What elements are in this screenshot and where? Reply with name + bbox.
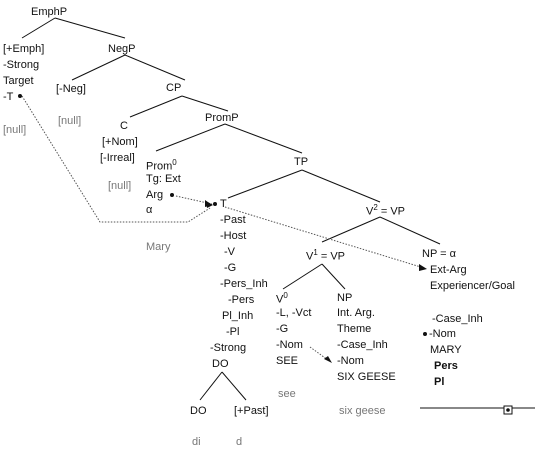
np-object-label: NP	[337, 292, 353, 304]
negp-label: NegP	[108, 43, 136, 55]
prom-arg-dot	[170, 193, 174, 197]
theme-feature: Theme	[337, 323, 372, 335]
emph-target-dot	[18, 94, 22, 98]
pl-bold-feature: Pl	[434, 376, 445, 388]
pers-feature: -Pers	[228, 294, 255, 306]
vp1-suffix: = VP	[317, 250, 346, 263]
nom-feature: [+Nom]	[102, 136, 138, 148]
target-ext-feature: Tg: Ext	[146, 173, 181, 185]
pl-feature: -Pl	[226, 326, 240, 338]
t-head: T	[220, 198, 227, 210]
see-gloss: see	[278, 388, 296, 400]
lvct-feature: -L, -Vct	[276, 307, 312, 319]
alpha-index: α	[146, 204, 153, 216]
pers-inh-feature: -Pers_Inh	[220, 278, 268, 290]
see-lexeme: SEE	[276, 355, 299, 367]
np-subject-label: NP = α	[422, 248, 456, 260]
mary-lexeme: MARY	[430, 344, 462, 356]
emph-feature: [+Emph]	[3, 43, 45, 55]
null-label-3: [null]	[108, 180, 132, 192]
vp1-base: V	[306, 250, 314, 263]
vp2-label: V2 = VP	[366, 202, 405, 218]
vp2-base: V	[366, 205, 374, 218]
v-feature: -V	[224, 246, 235, 258]
promp-label: PromP	[205, 112, 239, 124]
target-feature: Target	[3, 75, 34, 87]
int-arg-feature: Int. Arg.	[337, 307, 375, 319]
mary-gloss: Mary	[146, 241, 171, 253]
prom0-label: Prom0	[146, 157, 177, 173]
phon-d: d	[236, 436, 243, 448]
v0-base: V	[276, 293, 284, 306]
cp-label: CP	[166, 82, 182, 94]
subj-case-inh-feature: -Case_Inh	[432, 313, 483, 325]
host-feature: -Host	[220, 230, 247, 242]
pers-bold-feature: Pers	[434, 360, 458, 372]
past-leaf: [+Past]	[234, 405, 269, 417]
g-feature: -G	[224, 262, 237, 274]
vp2-superscript: 2	[373, 203, 378, 212]
do-leaf: DO	[190, 405, 207, 417]
v0-label: V0	[276, 290, 288, 306]
c-head: C	[120, 120, 128, 132]
phon-di: di	[192, 436, 201, 448]
irreal-feature: [-Irreal]	[100, 152, 135, 164]
pl-inh-feature: Pl_Inh	[222, 310, 254, 322]
obj-case-inh-feature: -Case_Inh	[337, 339, 388, 351]
null-label-2: [null]	[58, 115, 82, 127]
obj-nom-feature: -Nom	[337, 355, 364, 367]
v0-nom-feature: -Nom	[276, 339, 303, 351]
v0-g-feature: -G	[276, 323, 289, 335]
subj-nom-feature: -Nom	[429, 328, 456, 340]
subj-nom-dot	[423, 332, 427, 336]
ext-arg-feature: Ext-Arg	[430, 264, 467, 276]
emphp-label: EmphP	[31, 6, 68, 18]
null-label-1: [null]	[3, 124, 27, 136]
strong-feature: -Strong	[3, 59, 40, 71]
tp-label: TP	[294, 156, 309, 168]
six-geese-lexeme: SIX GEESE	[337, 371, 396, 383]
prom0-superscript: 0	[172, 158, 177, 167]
vp1-label: V1 = VP	[306, 247, 345, 263]
do-node: DO	[212, 358, 229, 370]
vp2-suffix: = VP	[377, 205, 406, 218]
arg-feature: Arg	[146, 189, 164, 201]
past-feature: -Past	[220, 214, 246, 226]
strong-t-feature: -Strong	[210, 342, 247, 354]
vp1-superscript: 1	[313, 248, 318, 257]
minus-t-feature: -T	[3, 91, 14, 103]
t-head-dot	[213, 202, 217, 206]
v0-superscript: 0	[283, 291, 288, 300]
experiencer-feature: Experiencer/Goal	[430, 280, 515, 292]
prom0-base: Prom	[146, 160, 173, 173]
neg-feature: [-Neg]	[56, 83, 86, 95]
six-geese-gloss: six geese	[339, 405, 386, 417]
